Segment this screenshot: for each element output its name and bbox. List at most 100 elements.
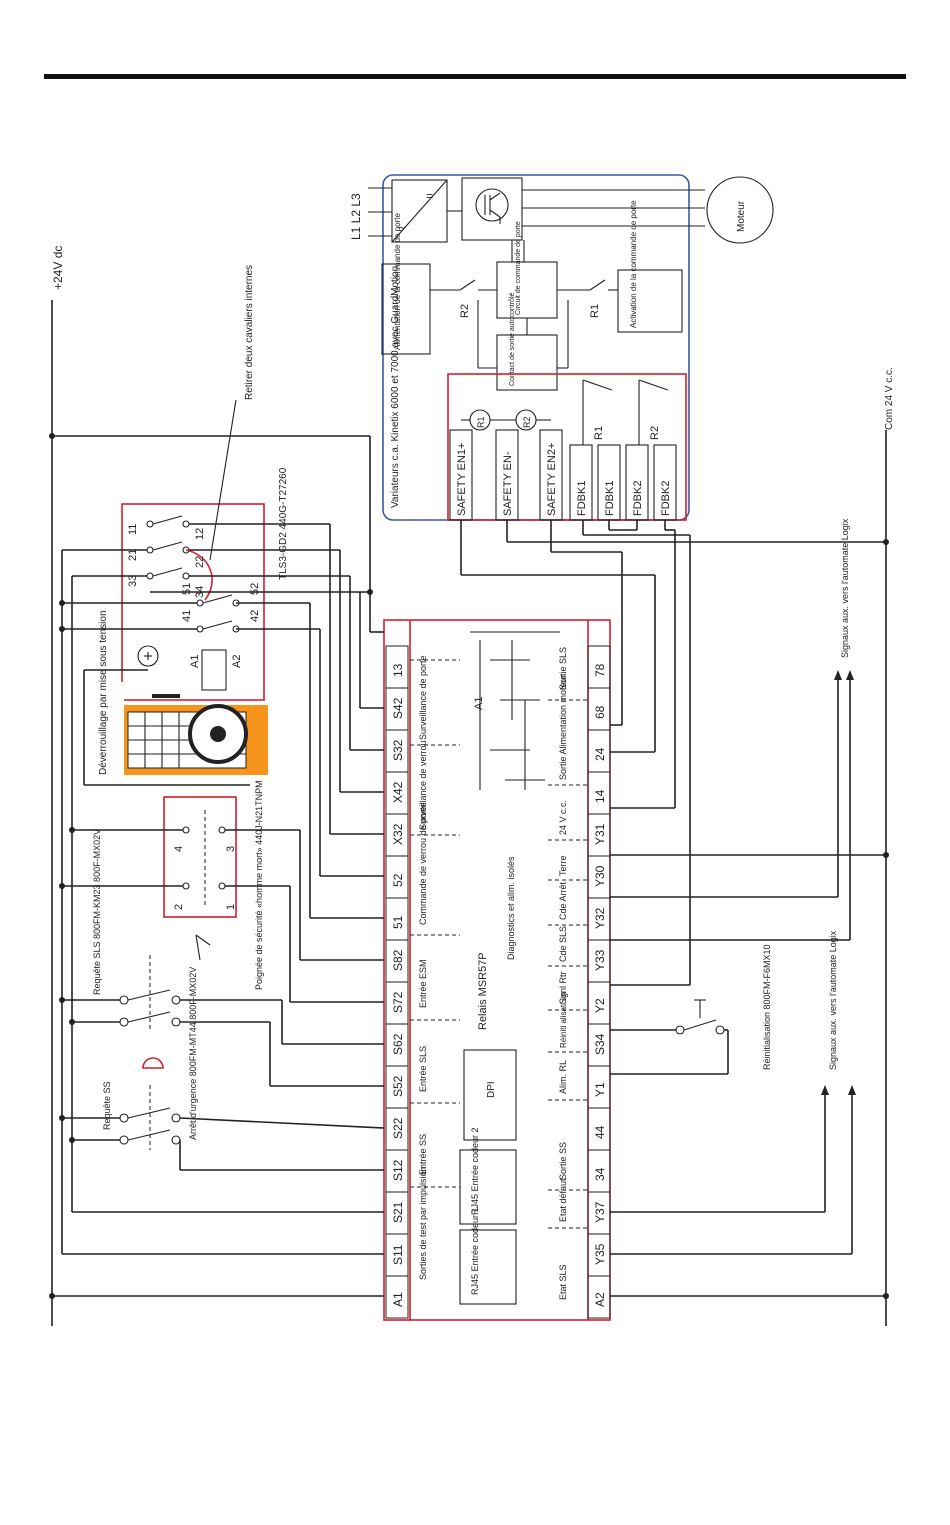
svg-text:Réiniti alisati on: Réiniti alisati on xyxy=(559,992,568,1048)
svg-text:SAFETY EN-: SAFETY EN- xyxy=(502,451,514,516)
dc-symbol: = xyxy=(426,189,433,203)
relay-terminal-label: Y33 xyxy=(593,949,607,971)
svg-text:52: 52 xyxy=(249,583,261,595)
motor-symbol xyxy=(706,176,774,244)
diag-label: Diagnostics et alim. isolés xyxy=(506,856,516,960)
gate-circuit-label: Circuit de commande de porte xyxy=(515,221,522,315)
rj45-1-label: RJ45 Entrée codeur 1 xyxy=(470,1207,480,1295)
relay-terminal-label: Y1 xyxy=(593,1082,607,1097)
relay-terminal xyxy=(385,645,409,689)
svg-text:33: 33 xyxy=(127,575,139,587)
svg-text:Etat SLS: Etat SLS xyxy=(558,1264,568,1300)
relay-terminal-label: S12 xyxy=(391,1159,405,1181)
svg-text:SAFETY EN2+: SAFETY EN2+ xyxy=(546,443,558,516)
aux-arrow-icon xyxy=(834,670,842,680)
enabling-switch-block: 4 3 2 1 Poignée de sécurité «homme mort»… xyxy=(163,780,264,990)
svg-text:SAFETY EN1+: SAFETY EN1+ xyxy=(456,443,468,516)
svg-text:A1: A1 xyxy=(473,697,485,710)
sls-request-label: Requête SLS 800FM-KM23 800F-MX02V xyxy=(92,829,102,995)
svg-text:41: 41 xyxy=(181,610,193,622)
aux-arrow-icon xyxy=(821,1085,829,1095)
svg-text:3: 3 xyxy=(225,846,237,852)
drive-title: Variateurs c.a. Kinetix 6000 et 7000 ave… xyxy=(390,266,401,508)
plus24-label: +24V dc xyxy=(51,246,65,290)
svg-text:Cde SLS: Cde SLS xyxy=(558,926,568,962)
remove-jumpers-label: Retirer deux cavaliers internes xyxy=(244,265,255,400)
motor-label: Moteur xyxy=(736,200,747,232)
svg-text:Entrée SS: Entrée SS xyxy=(418,1134,428,1175)
header-rule xyxy=(44,74,906,79)
relay-terminal-label: S22 xyxy=(391,1117,405,1139)
aux-arrow-icon xyxy=(848,1085,856,1095)
svg-text:Surveillance de porte: Surveillance de porte xyxy=(418,655,428,740)
svg-text:FDBK1: FDBK1 xyxy=(576,481,588,516)
svg-text:12: 12 xyxy=(194,528,206,540)
svg-text:24 V c.c.: 24 V c.c. xyxy=(558,800,568,835)
svg-text:Sortie SLS: Sortie SLS xyxy=(558,647,568,690)
svg-text:Sorties de test par impulsion: Sorties de test par impulsion xyxy=(418,1166,428,1280)
svg-text:Sortie SS: Sortie SS xyxy=(558,1142,568,1180)
lock-solenoid xyxy=(201,649,227,691)
lock-contacts: 11 21 33 12 22 34 41 51 52 42 xyxy=(127,515,261,633)
relay-terminal-label: 13 xyxy=(391,663,405,677)
relay-name: Relais MSR57P xyxy=(477,952,489,1030)
estop-label: Arrêt d'urgence 800FM-MT44 800F-MX02V xyxy=(188,967,198,1140)
relay-terminal-label: 44 xyxy=(593,1125,607,1139)
relay-terminal-label: S42 xyxy=(391,697,405,719)
rj45-2-label: RJ45 Entrée codeur 2 xyxy=(470,1127,480,1215)
r2-label: R2 xyxy=(459,304,471,318)
relay-terminal-label: 14 xyxy=(593,789,607,803)
svg-text:Sortie Alimentation moteur: Sortie Alimentation moteur xyxy=(558,674,568,780)
relay-terminal-label: S72 xyxy=(391,991,405,1013)
svg-text:A1: A1 xyxy=(189,655,201,668)
relay-internal-circuit xyxy=(470,631,560,790)
svg-text:Terre: Terre xyxy=(558,855,568,876)
svg-text:2: 2 xyxy=(173,904,185,910)
relay-terminal-label: S32 xyxy=(391,739,405,761)
ac-symbol: ~ xyxy=(398,221,405,235)
lock-frame xyxy=(121,503,265,701)
aux-signals-top-label: Signaux aux. vers l'automate Logix xyxy=(840,518,850,658)
svg-text:R2: R2 xyxy=(649,426,661,440)
relay-terminal xyxy=(587,645,611,689)
enabling-switch-frame xyxy=(163,796,237,918)
relay-terminal-label: A1 xyxy=(391,1292,405,1307)
ss-request-label: Requête SS xyxy=(102,1081,112,1130)
svg-text:FDBK2: FDBK2 xyxy=(632,481,644,516)
gate-enable-box xyxy=(617,269,683,333)
gate-enable-label: Activation de la commande de porte xyxy=(629,200,638,328)
monitored-contact-box xyxy=(496,334,558,391)
svg-text:51: 51 xyxy=(181,583,193,595)
drive-block: L1 L2 L3 ~ = Moteur Alimentation de la c… xyxy=(349,174,774,521)
enabling-switch-label: Poignée de sécurité «homme mort» 440J-N2… xyxy=(254,780,264,990)
relay-terminal-label: 68 xyxy=(593,705,607,719)
relay-terminal-label: S62 xyxy=(391,1033,405,1055)
com24-label: Com 24 V c.c. xyxy=(884,367,895,430)
svg-text:22: 22 xyxy=(194,556,206,568)
svg-text:Alim. RL: Alim. RL xyxy=(558,1060,568,1094)
drive-frame xyxy=(382,174,690,521)
reset-label: Réinitialisation 800FM-F6MX10 xyxy=(762,944,772,1070)
lock-symbol-icon xyxy=(137,645,159,667)
relay-terminal-label: X42 xyxy=(391,781,405,803)
reset-button-symbol: Réinitialisation 800FM-F6MX10 xyxy=(675,944,772,1070)
svg-text:Entrée ESM: Entrée ESM xyxy=(418,959,428,1008)
svg-text:1: 1 xyxy=(225,904,237,910)
relay-terminal-label: X32 xyxy=(391,823,405,845)
relay-terminal-label: 34 xyxy=(593,1167,607,1181)
relay-terminal-label: Y32 xyxy=(593,907,607,929)
svg-text:R2: R2 xyxy=(522,416,532,428)
relay-terminal-label: 52 xyxy=(391,873,405,887)
rj45-2-box xyxy=(459,1149,517,1225)
relay-terminal-label: S21 xyxy=(391,1201,405,1223)
gate-supply-label: Alimentation de la commande de porte xyxy=(393,212,402,350)
dpi-label: DPI xyxy=(486,1081,497,1098)
safety-terminal-strip xyxy=(447,373,687,521)
relay-terminal-label: S82 xyxy=(391,949,405,971)
field-devices: Requête SLS 800FM-KM23 800F-MX02V Requêt… xyxy=(92,829,198,1150)
svg-text:Entrée SLS: Entrée SLS xyxy=(418,1046,428,1092)
svg-text:21: 21 xyxy=(127,549,139,561)
relay-terminal-label: Y31 xyxy=(593,823,607,845)
